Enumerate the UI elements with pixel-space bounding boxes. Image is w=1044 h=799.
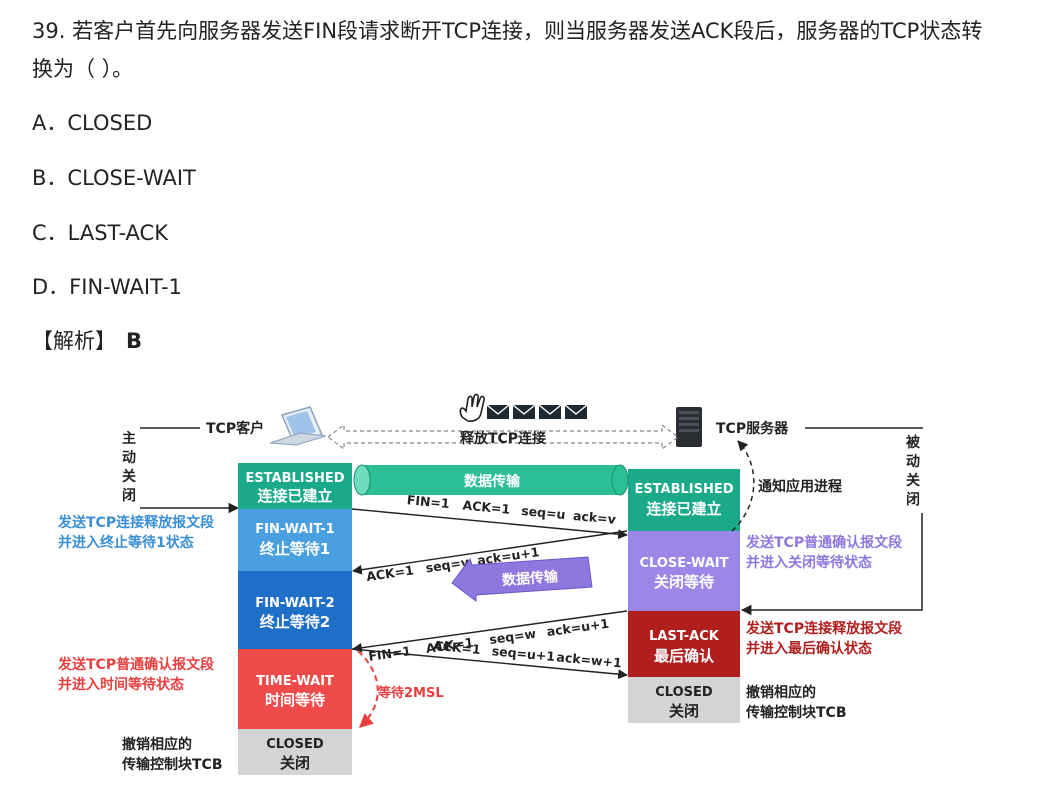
question-text: 39. 若客户首先向服务器发送FIN段请求断开TCP连接，则当服务器发送ACK段…: [32, 19, 983, 81]
server-state-last-ack-zh: 最后确认: [654, 647, 715, 665]
client-state-fin-wait-1-en: FIN-WAIT-1: [255, 522, 334, 537]
right-note-3-line1: 撤销相应的: [746, 684, 816, 701]
notify-app-arrow: [731, 440, 755, 532]
hand-icon: [459, 393, 485, 422]
data-transfer-mid-label: 数据传输: [501, 568, 559, 589]
data-transfer-mid-arrow: [451, 556, 593, 602]
active-close-char-3: 关: [122, 468, 136, 485]
client-state-time-wait-zh: 时间等待: [265, 691, 325, 709]
left-note-2-line2: 并进入时间等待状态: [58, 676, 184, 693]
message-4-arrow: [351, 648, 628, 680]
client-state-established: [238, 463, 352, 509]
left-note-3-line2: 传输控制块TCB: [121, 756, 223, 773]
option-c[interactable]: C．LAST-ACK: [32, 221, 168, 245]
right-note-1-line1: 发送TCP普通确认报文段: [745, 534, 902, 551]
tcp-close-diagram: 主 动 关 闭 被 动 关 闭 TCP客户 TCP服务器 释放TCP连接 EST…: [57, 393, 926, 775]
right-note-2-line2: 并进入最后确认状态: [746, 640, 872, 657]
envelope-icons: [486, 404, 588, 419]
release-arrow: [327, 423, 679, 451]
msg2-ack: ACK=1: [365, 562, 414, 584]
server-icon: [676, 407, 702, 447]
client-state-fin-wait-1-zh: 终止等待1: [260, 540, 330, 558]
wait-2msl-label: 等待2MSL: [377, 685, 444, 701]
server-label: TCP服务器: [716, 420, 789, 437]
server-state-established: [628, 469, 740, 531]
passive-close-char-3: 关: [906, 472, 920, 489]
active-close-char-4: 闭: [122, 487, 136, 504]
data-transfer-top-label: 数据传输: [464, 473, 521, 490]
server-state-close-wait-en: CLOSE-WAIT: [640, 556, 729, 571]
msg3-ack: ACK=1: [425, 634, 474, 655]
msg3-seq: seq=w: [488, 626, 537, 647]
client-state-closed: [238, 729, 352, 775]
data-transfer-pipe: [353, 464, 629, 496]
server-state-closed-en: CLOSED: [655, 685, 713, 700]
option-b[interactable]: B．CLOSE-WAIT: [32, 166, 196, 190]
client-state-closed-en: CLOSED: [266, 737, 324, 752]
left-note-2-line1: 发送TCP普通确认报文段: [57, 656, 214, 673]
msg3-acknum: ack=u+1: [546, 616, 610, 639]
server-state-closed: [628, 677, 740, 723]
msg2-seq: seq=v: [425, 554, 470, 575]
server-state-established-zh: 连接已建立: [646, 500, 721, 518]
msg4-ack: ACK=1: [432, 638, 481, 657]
answer-value: B: [126, 329, 143, 353]
client-state-time-wait: [238, 649, 352, 729]
wait-2msl-arrow: [357, 650, 379, 728]
passive-close-char-2: 动: [906, 453, 920, 470]
passive-close-bracket: [740, 427, 923, 616]
server-state-close-wait: [628, 531, 740, 611]
right-note-3-line2: 传输控制块TCB: [745, 704, 847, 721]
message-2-arrow: [352, 530, 628, 575]
active-close-bracket: [137, 427, 240, 514]
active-close-char-2: 动: [122, 449, 136, 466]
answer-label: 【解析】: [32, 329, 116, 353]
option-d[interactable]: D．FIN-WAIT-1: [32, 275, 182, 299]
msg1-seq: seq=u: [521, 503, 566, 522]
msg4-seq: seq=u+1: [491, 643, 556, 664]
msg1-acknum: ack=v: [572, 508, 616, 527]
server-state-established-en: ESTABLISHED: [634, 482, 733, 497]
laptop-icon: [269, 406, 327, 446]
notify-app-label: 通知应用进程: [758, 478, 842, 495]
client-state-fin-wait-2-zh: 终止等待2: [260, 613, 330, 631]
server-state-close-wait-zh: 关闭等待: [654, 573, 714, 591]
msg3-fin: FIN=1: [367, 643, 411, 664]
right-note-1-line2: 并进入关闭等待状态: [746, 554, 872, 571]
message-1-arrow: [351, 508, 628, 540]
client-state-fin-wait-2: [238, 571, 352, 649]
client-state-time-wait-en: TIME-WAIT: [256, 674, 334, 689]
passive-close-char-4: 闭: [906, 491, 920, 508]
left-note-3-line1: 撤销相应的: [122, 736, 192, 753]
server-state-last-ack-en: LAST-ACK: [649, 629, 720, 644]
left-note-1-line2: 并进入终止等待1状态: [58, 534, 194, 551]
client-state-closed-zh: 关闭: [280, 754, 310, 772]
answer-line: 【解析】 B: [32, 326, 142, 356]
message-3-arrow: [352, 610, 628, 653]
msg1-ack: ACK=1: [462, 497, 511, 516]
server-state-closed-zh: 关闭: [669, 702, 699, 720]
server-state-last-ack: [628, 611, 740, 677]
client-state-established-en: ESTABLISHED: [245, 471, 344, 486]
right-note-2-line1: 发送TCP连接释放报文段: [745, 620, 902, 637]
client-state-fin-wait-2-en: FIN-WAIT-2: [255, 596, 334, 611]
active-close-char-1: 主: [122, 430, 136, 447]
passive-close-char-1: 被: [906, 434, 921, 451]
release-label: 释放TCP连接: [460, 430, 546, 447]
client-label: TCP客户: [206, 420, 264, 437]
msg4-acknum: ack=w+1: [556, 649, 622, 670]
left-note-1-line1: 发送TCP连接释放报文段: [57, 514, 214, 531]
option-a[interactable]: A．CLOSED: [32, 111, 153, 135]
client-state-established-zh: 连接已建立: [257, 487, 332, 505]
msg1-fin: FIN=1: [406, 492, 450, 511]
client-state-fin-wait-1: [238, 509, 352, 571]
